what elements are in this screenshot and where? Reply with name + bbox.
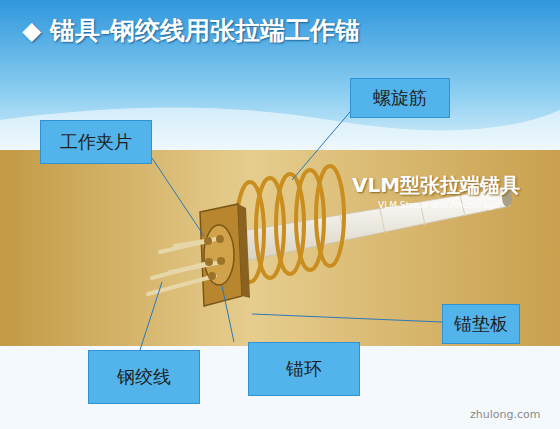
callout-box: 锚垫板 (442, 304, 520, 344)
strands (148, 235, 225, 294)
callout-box: 锚环 (248, 342, 360, 396)
callout-label: 锚垫板 (454, 312, 508, 336)
callout-label: 锚环 (286, 357, 322, 381)
product-subtitle: VLM Stress-end Anchorage (378, 200, 499, 210)
callout-label: 钢绞线 (117, 365, 171, 389)
callout-box: 工作夹片 (40, 120, 152, 164)
spiral-bar (236, 166, 344, 282)
leader-lines (140, 112, 442, 350)
anchor-ring (204, 225, 234, 285)
slide-title: ◆ 锚具-钢绞线用张拉端工作锚 (22, 14, 360, 47)
watermark: zhulong.com (470, 408, 540, 421)
callout-box: 螺旋筋 (350, 78, 450, 118)
bearing-plate (200, 204, 250, 306)
callout-box: 钢绞线 (88, 350, 200, 404)
callout-label: 工作夹片 (60, 130, 132, 154)
callout-label: 螺旋筋 (373, 86, 427, 110)
product-name: VLM型张拉端锚具 (352, 172, 520, 199)
